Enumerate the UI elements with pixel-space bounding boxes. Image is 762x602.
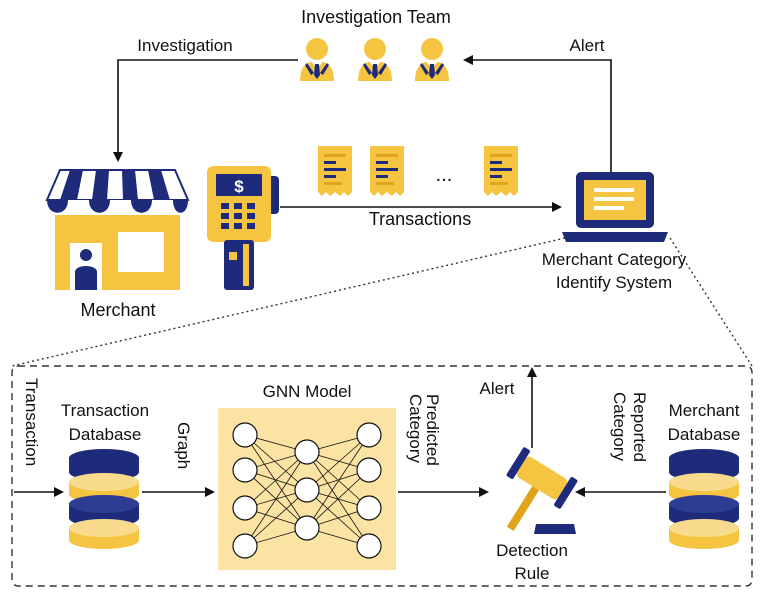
gnn-node [356, 533, 382, 559]
merchant-label: Merchant [80, 300, 155, 320]
gnn-edge [244, 434, 308, 529]
alert-label-detail: Alert [480, 379, 515, 398]
transaction-database-icon [69, 449, 139, 549]
receipts-ellipsis: ... [436, 164, 453, 186]
receipt-icon [318, 146, 352, 196]
graph-label: Graph [174, 422, 193, 469]
alert-label-top: Alert [570, 36, 605, 55]
receipt-icon [370, 146, 404, 196]
transactions-label: Transactions [369, 209, 471, 229]
merchant-database-icon [669, 449, 739, 549]
gnn-edge [306, 469, 370, 529]
merchant-store-icon [45, 169, 190, 290]
transaction-db-label-line2: Database [69, 425, 142, 444]
detection-rule-line1: Detection [496, 541, 568, 560]
system-label-line2: Identify System [556, 273, 672, 292]
alert-arrow-top [463, 55, 612, 172]
gnn-node [232, 457, 258, 483]
gnn-node [232, 533, 258, 559]
gnn-edge [306, 434, 370, 529]
credit-card-icon [224, 240, 254, 290]
investigation-label: Investigation [137, 36, 232, 55]
merchant-db-label-line2: Database [668, 425, 741, 444]
predicted-category-line2: Category [406, 394, 425, 463]
gnn-edge [244, 451, 308, 509]
gnn-edge [244, 489, 308, 547]
reported-category-line2: Category [610, 392, 629, 461]
gnn-edge [306, 434, 370, 491]
transaction-vertical-label: Transaction [22, 378, 41, 466]
gnn-node [294, 515, 320, 541]
merchant-db-label-line1: Merchant [669, 401, 740, 420]
detection-rule-line2: Rule [515, 564, 550, 583]
pos-dollar-symbol: $ [234, 177, 244, 196]
gnn-node [294, 439, 320, 465]
gnn-edge [244, 434, 308, 491]
gnn-node [356, 422, 382, 448]
gnn-node [232, 422, 258, 448]
zoom-line-right [669, 237, 753, 367]
gnn-node [232, 495, 258, 521]
gnn-model-title: GNN Model [263, 382, 352, 401]
gnn-edge [244, 451, 308, 547]
investigation-arrow [113, 59, 298, 162]
reported-category-line1: Reported [630, 392, 649, 462]
receipt-icon [484, 146, 518, 196]
gnn-node [356, 495, 382, 521]
pos-terminal-icon: $ [207, 166, 279, 242]
gnn-node [294, 477, 320, 503]
system-detail-panel [11, 365, 753, 587]
transaction-db-label-line1: Transaction [61, 401, 149, 420]
gnn-model-icon [218, 408, 396, 570]
gavel-icon [506, 447, 578, 534]
investigation-team-label: Investigation Team [301, 7, 451, 27]
investigation-team-icon [300, 38, 449, 81]
laptop-icon [562, 172, 668, 242]
predicted-category-line1: Predicted [423, 394, 442, 466]
system-label-line1: Merchant Category [542, 250, 687, 269]
gnn-node [356, 457, 382, 483]
